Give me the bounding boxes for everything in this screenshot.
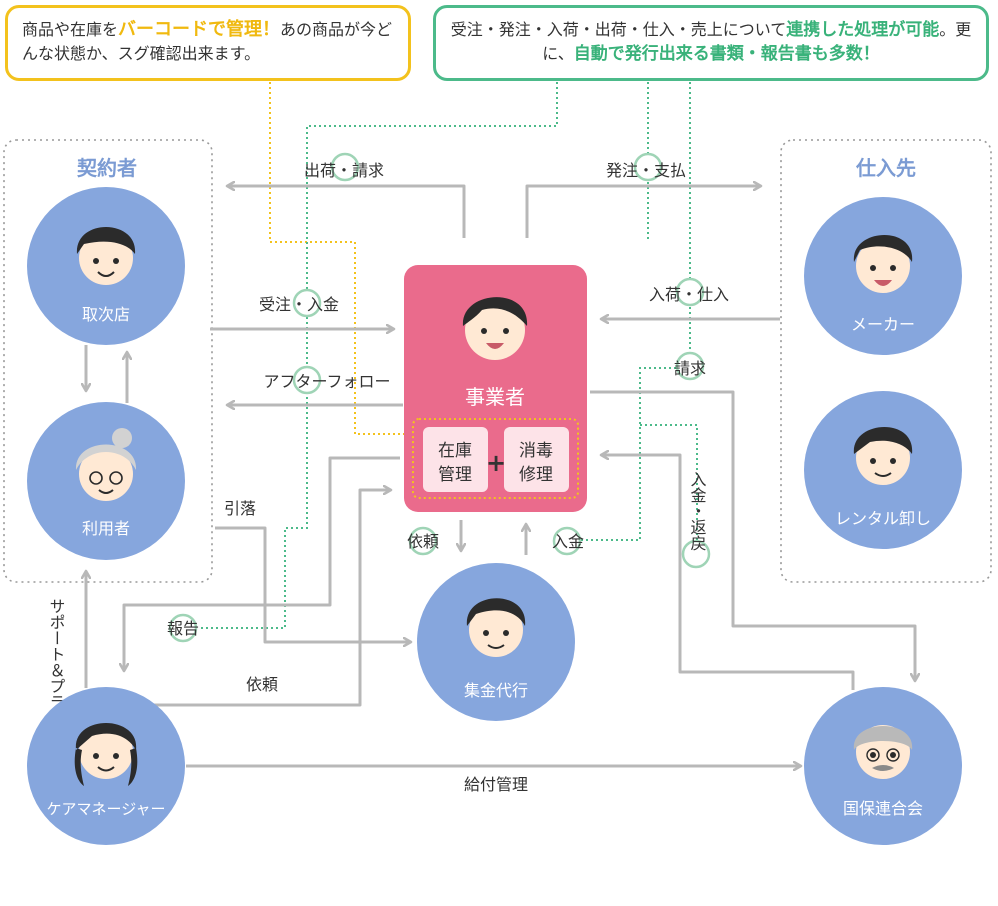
business-label: 事業者 — [465, 385, 525, 409]
maker-node: メーカー — [804, 197, 962, 355]
caremanager-face-icon — [74, 723, 138, 786]
inventory-box — [423, 427, 488, 492]
flow-label-benefit-management: 給付管理 — [464, 775, 528, 794]
elderly-man-face-icon — [853, 725, 913, 779]
linkage-callout-mid: 。更に、 — [542, 20, 972, 63]
collection-face-icon — [466, 598, 526, 657]
flow-label-deposit-return: 入金・返戻 — [688, 471, 707, 551]
flow-label-deposit: 入金 — [552, 532, 584, 551]
agency-node: 取次店 — [27, 187, 185, 345]
caremanager-node: ケアマネージャー — [27, 687, 185, 845]
elderly-woman-face-icon — [75, 428, 137, 501]
collection-label: 集金代行 — [464, 681, 528, 700]
linkage-callout: 受注・発注・入荷・出荷・仕入・売上について連携した処理が可能。更に、自動で発行出… — [433, 5, 989, 81]
user-label: 利用者 — [82, 519, 130, 538]
flow-label-order-deposit: 受注・入金 — [259, 295, 339, 314]
repair-label-2: 修理 — [519, 465, 553, 485]
barcode-callout-pre: 商品や在庫を — [22, 20, 119, 39]
inventory-label-1: 在庫 — [438, 441, 472, 461]
contractors-group-title: 契約者 — [76, 156, 137, 180]
flow-label-aftercare: アフターフォロー — [263, 372, 390, 391]
suppliers-group-title: 仕入先 — [855, 156, 916, 180]
contractors-group-box — [3, 139, 213, 583]
kokuho-label: 国保連合会 — [843, 799, 923, 818]
repair-label-1: 消毒 — [519, 441, 553, 461]
rental-face-icon — [853, 426, 913, 485]
linkage-callout-highlight2: 自動で発行出来る書類・報告書も多数！ — [573, 44, 880, 64]
barcode-callout-highlight: バーコードで管理！ — [118, 19, 281, 40]
repair-box — [504, 427, 569, 492]
maker-label: メーカー — [851, 315, 915, 334]
inventory-label-2: 管理 — [438, 465, 472, 485]
flow-label-support-plan: サポート＆プラン — [47, 598, 66, 726]
flow-label-request-left: 依頼 — [407, 532, 439, 551]
flow-label-shipping-billing: 出荷・請求 — [304, 161, 384, 180]
rental-label: レンタル卸し — [835, 509, 931, 528]
flow-arrows — [86, 186, 915, 766]
agency-label: 取次店 — [82, 305, 130, 324]
linkage-callout-highlight1: 連携した処理が可能 — [786, 20, 940, 40]
flow-label-billing: 請求 — [674, 359, 706, 378]
caremanager-label: ケアマネージャー — [47, 800, 166, 818]
collection-node: 集金代行 — [417, 563, 575, 721]
flow-label-debit: 引落 — [224, 499, 256, 518]
linkage-callout-pre: 受注・発注・入荷・出荷・仕入・売上について — [450, 20, 787, 39]
flow-label-request-bottom: 依頼 — [246, 675, 278, 694]
agency-face-icon — [76, 227, 136, 285]
business-node: 事業者 在庫 管理 消毒 修理 + — [404, 265, 587, 512]
flow-label-arrival-purchase: 入荷・仕入 — [649, 285, 729, 304]
flow-label-order-payment: 発注・支払 — [606, 161, 686, 180]
maker-face-icon — [853, 234, 913, 293]
barcode-connector — [269, 82, 410, 435]
barcode-callout: 商品や在庫をバーコードで管理！あの商品が今どんな状態か、スグ確認出来ます。 — [5, 5, 411, 81]
connector-circles — [168, 152, 711, 643]
flow-label-report: 報告 — [167, 619, 199, 638]
user-node: 利用者 — [27, 402, 185, 560]
plus-icon: + — [486, 449, 506, 477]
kokuho-node: 国保連合会 — [804, 687, 962, 845]
business-face-icon — [462, 297, 528, 360]
barcode-callout-post: あの商品が今どんな状態か、スグ確認出来ます。 — [22, 20, 393, 63]
rental-node: レンタル卸し — [804, 391, 962, 549]
